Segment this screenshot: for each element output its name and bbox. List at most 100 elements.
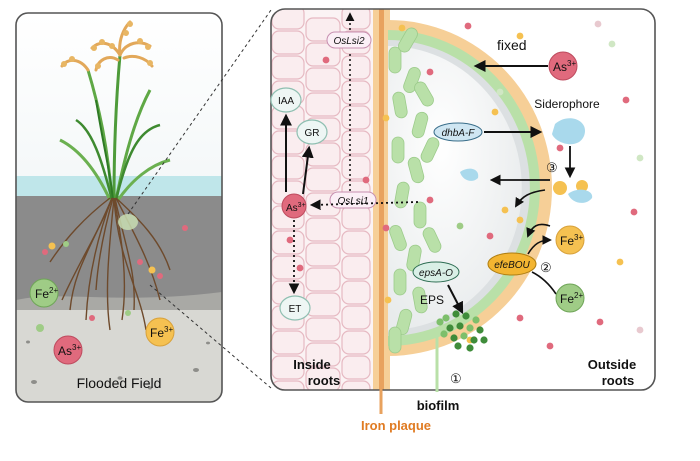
soil-particle — [496, 88, 504, 96]
eps-label: EPS — [420, 293, 444, 307]
soil-particle — [516, 216, 524, 224]
iaa-node: IAA — [270, 87, 302, 113]
svg-text:Fe3+: Fe3+ — [560, 233, 583, 248]
root-cell — [341, 55, 371, 80]
gr-node: GR — [296, 119, 328, 145]
root-cell — [305, 167, 341, 192]
root-cell — [341, 155, 371, 180]
svg-text:IAA: IAA — [278, 96, 294, 107]
root-cell — [271, 155, 305, 180]
outside-roots-label-line1: Outside — [588, 357, 636, 372]
iron-plaque-label: Iron plaque — [361, 418, 431, 433]
soil-particle — [426, 68, 434, 76]
biofilm-cell — [446, 324, 454, 332]
biofilm-label: biofilm — [417, 398, 460, 413]
biofilm-cell — [476, 326, 484, 334]
root-cell — [271, 55, 305, 80]
inside-roots-label-line1: Inside — [293, 357, 331, 372]
left-panel-caption: Flooded Field — [77, 375, 162, 391]
bacterium — [403, 67, 421, 93]
soil-particle — [491, 108, 499, 116]
soil-particle — [464, 22, 472, 30]
signal-pathway: IAA GR ET As3+ — [270, 87, 328, 321]
bacterium — [393, 268, 407, 296]
biofilm-cell — [442, 314, 450, 322]
root-rhizosphere-focus — [118, 214, 138, 230]
root-cell — [341, 9, 371, 30]
arrow-as-to-gr — [301, 145, 314, 195]
root-cell — [305, 267, 341, 292]
oslsi2-transporter: OsLsi2 — [326, 31, 372, 49]
left-fe3-ion: Fe3+ — [145, 317, 175, 347]
dhba-gene: dhbA-F — [433, 122, 483, 142]
soil-particle — [501, 206, 509, 214]
root-cell — [341, 305, 371, 330]
svg-text:efeBOU: efeBOU — [494, 260, 530, 271]
biofilm-cell — [466, 324, 474, 332]
bacterium — [392, 91, 408, 119]
soil-particle — [362, 176, 370, 184]
root-cell — [341, 205, 371, 230]
siderophore-iron-complex — [553, 180, 593, 203]
biofilm-cell — [452, 310, 460, 318]
soil-particle — [616, 258, 624, 266]
left-soil-particles — [36, 225, 188, 332]
soil-particle — [622, 96, 630, 104]
siderophore-label: Siderophore — [534, 97, 600, 111]
soil-particle — [286, 236, 294, 244]
epsa-gene: epsA-O — [412, 261, 460, 283]
inside-as3-ion: As3+ — [281, 193, 307, 219]
inside-roots-label-line2: roots — [308, 373, 341, 388]
biofilm-cell — [480, 336, 488, 344]
soil-particle — [398, 24, 406, 32]
bacterium — [413, 201, 427, 229]
root-cell — [341, 80, 371, 105]
svg-text:GR: GR — [305, 128, 320, 139]
siderophore-shape — [552, 118, 586, 145]
bacterium — [411, 111, 429, 139]
soil-particle — [546, 342, 554, 350]
efebou-gene: efeBOU — [487, 252, 537, 276]
main-panel: IAA GR ET As3+ OsLsi2 — [270, 8, 656, 416]
biofilm-cell — [436, 318, 444, 326]
bacterium — [388, 326, 402, 354]
root-cell — [305, 42, 341, 67]
biofilm-cell — [454, 342, 462, 350]
svg-text:OsLsi2: OsLsi2 — [333, 36, 365, 47]
bacterium — [389, 225, 407, 251]
bacterium — [406, 244, 422, 272]
outside-particles — [286, 20, 644, 350]
oslsi1-transporter: OsLsi1 — [329, 191, 377, 209]
root-cell — [305, 217, 341, 242]
biofilm-cluster — [436, 310, 488, 352]
bacterium — [388, 46, 402, 74]
left-as3-ion: As3+ — [53, 335, 83, 365]
outside-as3-ion: As3+ — [548, 51, 578, 81]
fe2-ion: Fe2+ — [555, 283, 585, 313]
soil-particle — [296, 264, 304, 272]
biofilm-cell — [462, 312, 470, 320]
siderophore-inside — [460, 168, 479, 181]
fixed-label: fixed — [497, 37, 527, 53]
svg-text:OsLsi1: OsLsi1 — [337, 196, 368, 207]
arrow-efebou-to-fe3 — [527, 235, 552, 255]
svg-text:epsA-O: epsA-O — [419, 268, 453, 279]
root-cell — [341, 355, 371, 380]
rice-roots — [49, 197, 171, 331]
root-cell — [306, 393, 340, 416]
rice-plant — [49, 20, 171, 331]
arrow-fe3-reduction — [526, 223, 551, 238]
biofilm-cell — [470, 336, 478, 344]
bacterium — [398, 27, 418, 53]
soil-particle — [636, 326, 644, 334]
soil-particle — [596, 318, 604, 326]
svg-text:ET: ET — [289, 304, 302, 315]
et-node: ET — [279, 295, 311, 321]
arrow-eps-to-biofilm — [447, 284, 464, 315]
biofilm-cell — [450, 334, 458, 342]
main-panel-border — [270, 8, 656, 391]
root-cell — [305, 242, 341, 267]
biofilm-cell — [456, 322, 464, 330]
